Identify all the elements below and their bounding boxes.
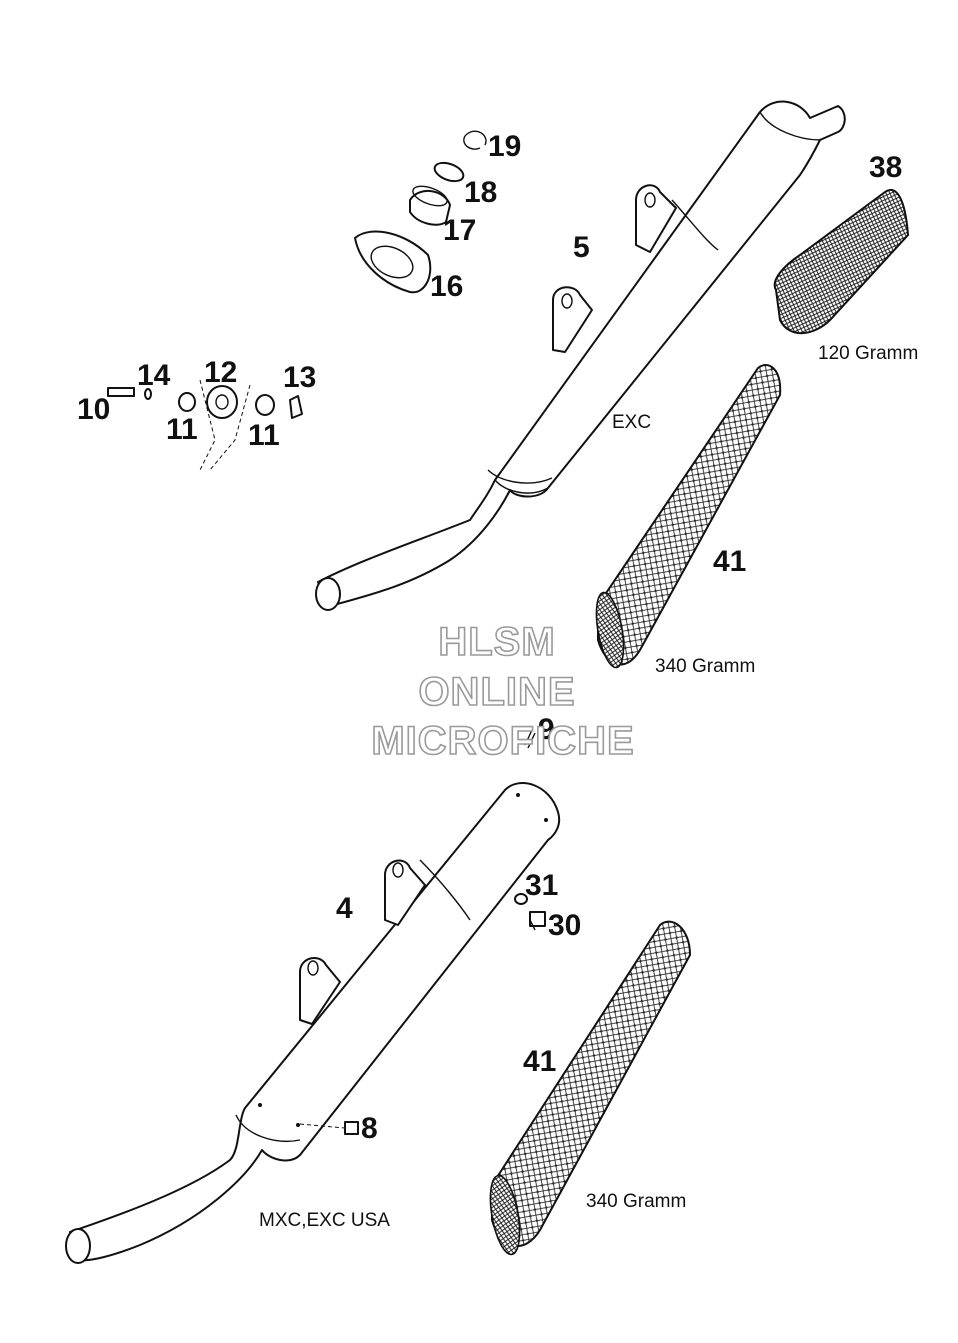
note-mxc-exc-usa: MXC,EXC USA <box>259 1210 390 1231</box>
callout-16: 16 <box>430 270 463 303</box>
callout-30: 30 <box>548 909 581 942</box>
note-weight-38: 120 Gramm <box>818 343 918 364</box>
callout-17: 17 <box>443 214 476 247</box>
packing-41-lower <box>489 920 692 1256</box>
callout-9: 9 <box>538 713 555 746</box>
silencer-exc <box>315 100 846 611</box>
mount-hardware <box>107 379 303 471</box>
note-weight-41-upper: 340 Gramm <box>655 656 755 677</box>
callout-5: 5 <box>573 231 590 264</box>
callout-8: 8 <box>361 1112 378 1145</box>
callout-19: 19 <box>488 130 521 163</box>
watermark-line-2: ONLINE <box>418 670 575 714</box>
part-group-16-19 <box>354 130 487 294</box>
small-hardware <box>299 729 546 1135</box>
callout-41-upper: 41 <box>713 545 746 578</box>
callout-38: 38 <box>869 151 902 184</box>
callout-31: 31 <box>525 869 558 902</box>
callout-12: 12 <box>204 356 237 389</box>
packing-38 <box>773 188 910 335</box>
watermark-line-3: MICROFICHE <box>371 719 634 763</box>
callout-41-lower: 41 <box>523 1045 556 1078</box>
packing-41-upper <box>595 364 782 669</box>
watermark-line-1: HLSM <box>438 620 555 664</box>
callout-4: 4 <box>336 892 353 925</box>
callout-11-right: 11 <box>248 419 280 452</box>
callout-14: 14 <box>137 359 171 392</box>
note-exc: EXC <box>612 412 651 433</box>
note-weight-41-lower: 340 Gramm <box>586 1191 686 1212</box>
callout-11-left: 11 <box>166 413 198 446</box>
callout-13: 13 <box>283 361 316 394</box>
silencer-mxc <box>65 782 561 1264</box>
callout-18: 18 <box>464 176 497 209</box>
callout-10: 10 <box>77 393 110 426</box>
